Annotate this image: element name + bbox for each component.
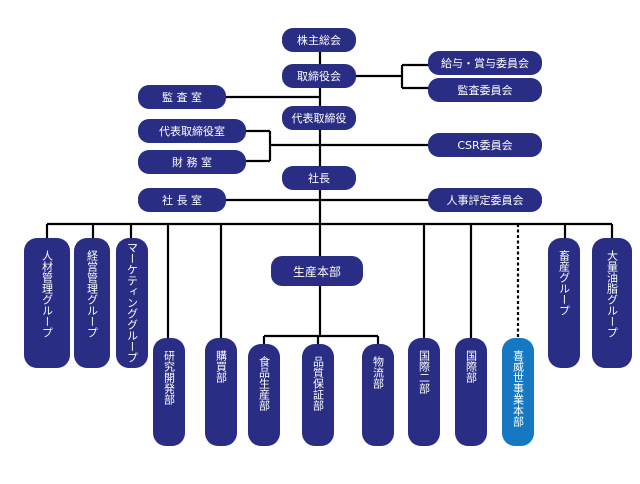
hr-management-label: 人材管理グループ [40,250,54,338]
marketing-label: マーケティンググループ [125,242,139,363]
production-hq-box: 生産本部 [271,256,363,286]
kiishi-business-box: 喜威世事業本部 [502,338,534,446]
hr-evaluation-committee-label: 人事評定委員会 [446,194,524,207]
president-office-box: 社 長 室 [138,188,226,212]
representative-director-box: 代表取締役 [282,106,356,130]
president-office-label: 社 長 室 [162,194,202,207]
quality-assurance-box: 品質保証部 [302,344,334,446]
international-label: 国際部 [464,350,478,383]
purchasing-box: 購買部 [205,338,237,446]
hr-evaluation-committee-box: 人事評定委員会 [428,188,542,212]
president-box: 社長 [282,166,356,190]
board-box: 取締役会 [282,64,356,88]
purchasing-label: 購買部 [214,350,228,383]
finance-office-label: 財 務 室 [172,156,212,169]
livestock-box: 畜産グループ [548,238,580,368]
csr-committee-box: CSR委員会 [428,133,542,157]
food-production-label: 食品生産部 [257,356,271,411]
kiishi-business-label: 喜威世事業本部 [511,350,525,427]
research-label: 研究開発部 [162,350,176,405]
compensation-committee-box: 給与・賞与委員会 [428,51,542,75]
soybean-oil-label: 大量油脂グループ [605,250,619,338]
research-box: 研究開発部 [153,338,185,446]
business-management-box: 経営管理グループ [74,238,110,368]
representative-office-box: 代表取締役室 [138,119,246,143]
business-management-label: 経営管理グループ [85,250,99,338]
audit-office-label: 監 査 室 [162,91,202,104]
international2-label: 国際二部 [417,350,431,394]
audit-committee-box: 監査委員会 [428,78,542,102]
csr-committee-label: CSR委員会 [457,139,513,152]
president-label: 社長 [308,172,330,185]
hr-management-box: 人材管理グループ [24,238,70,368]
compensation-committee-label: 給与・賞与委員会 [441,57,529,70]
shareholders-box: 株主総会 [282,28,356,52]
marketing-box: マーケティンググループ [116,238,148,368]
international-box: 国際部 [455,338,487,446]
soybean-oil-box: 大量油脂グループ [592,238,632,368]
shareholders-label: 株主総会 [297,34,341,47]
production-hq-label: 生産本部 [292,264,341,279]
international2-box: 国際二部 [408,338,440,446]
audit-committee-label: 監査委員会 [457,84,513,97]
audit-office-box: 監 査 室 [138,85,226,109]
representative-director-label: 代表取締役 [291,112,347,125]
board-label: 取締役会 [297,70,341,83]
food-production-box: 食品生産部 [248,344,280,446]
logistics-label: 物流部 [371,356,385,389]
logistics-box: 物流部 [362,344,394,446]
livestock-label: 畜産グループ [557,250,571,316]
finance-office-box: 財 務 室 [138,150,246,174]
quality-assurance-label: 品質保証部 [311,356,325,411]
representative-office-label: 代表取締役室 [159,125,225,138]
